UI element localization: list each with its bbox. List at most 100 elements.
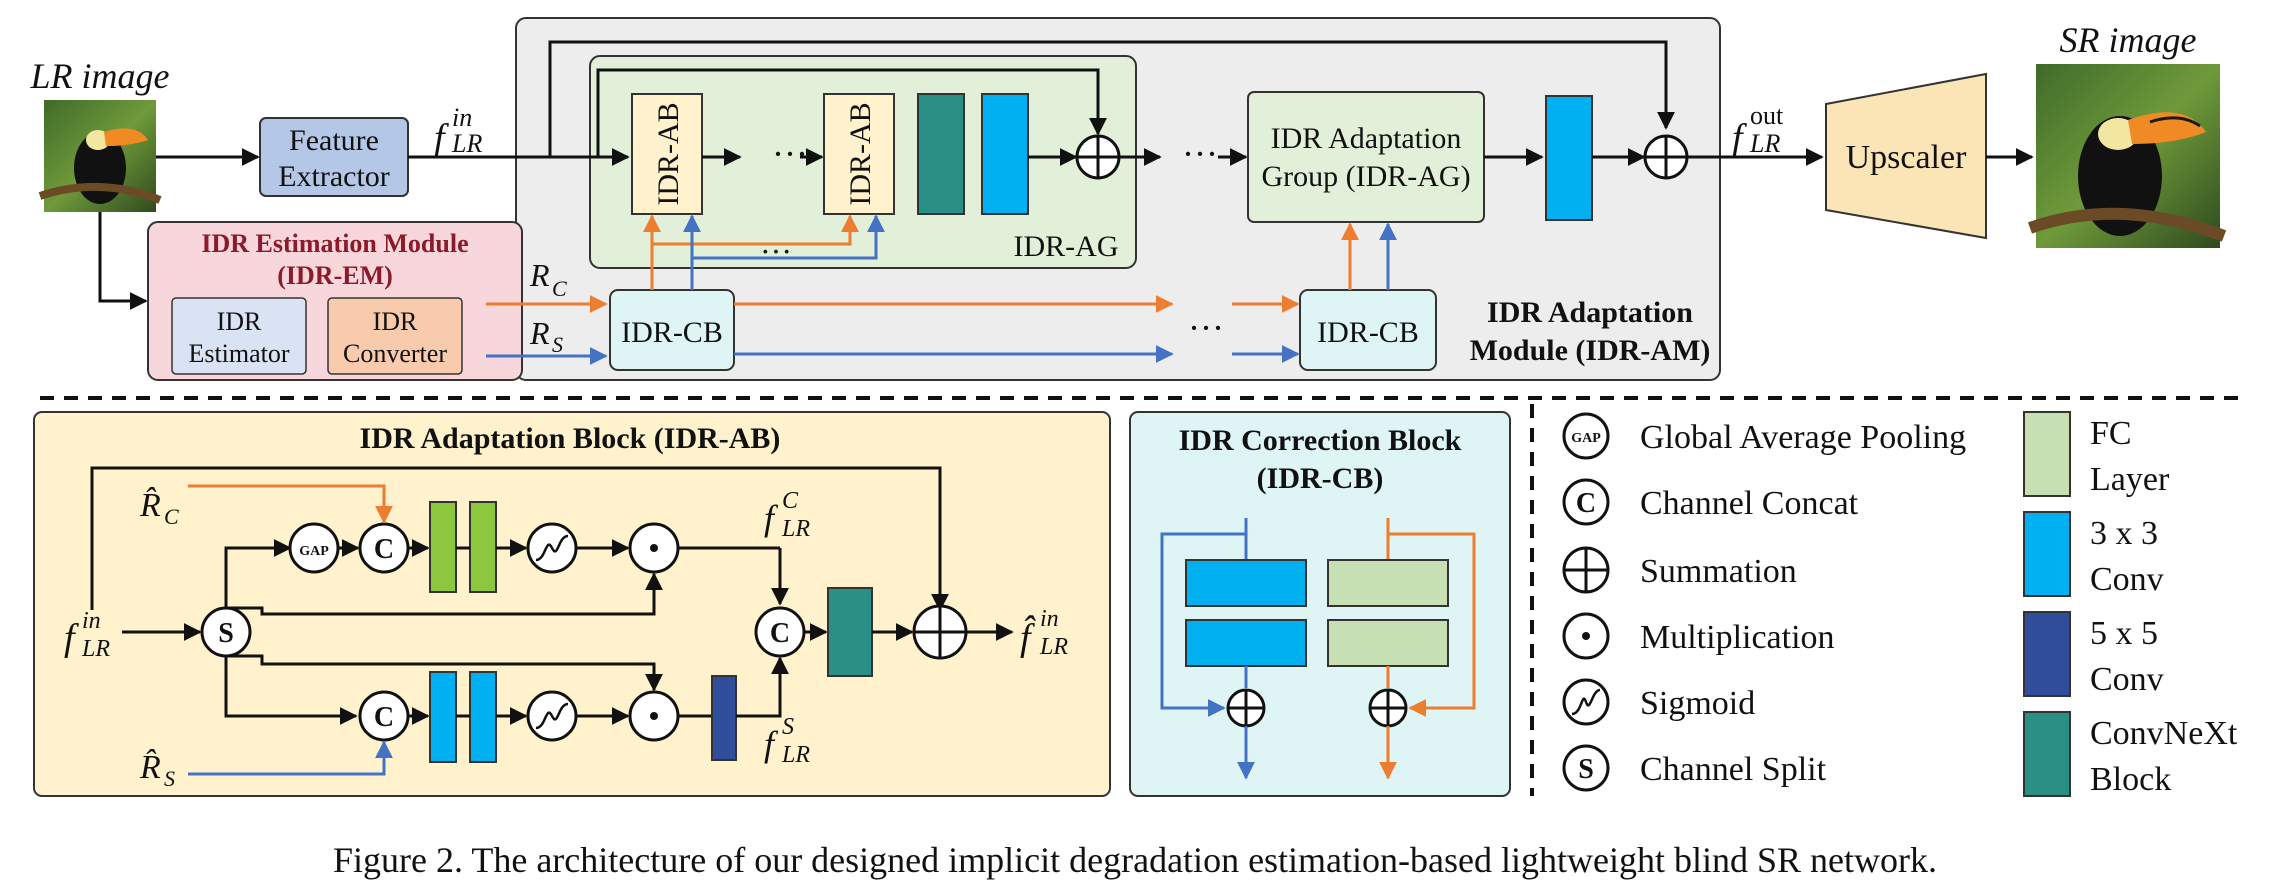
conv5x5-ab [711, 675, 737, 761]
convnext-ab [827, 587, 873, 677]
legend-label-conv3-2: Conv [2090, 561, 2164, 598]
svg-text:GAP: GAP [299, 544, 329, 559]
legend-label-split: Channel Split [1640, 751, 1827, 788]
legend-label-sum: Summation [1640, 553, 1797, 590]
conv3x3-ab-2 [469, 671, 497, 763]
idr-ab-panel-title: IDR Adaptation Block (IDR-AB) [360, 422, 781, 455]
legend-label-fc-1: FC [2090, 415, 2132, 452]
idr-cb-label-2: IDR-CB [1317, 316, 1419, 349]
legend-swatch-convnext [2023, 711, 2071, 797]
legend-label-sigmoid: Sigmoid [1640, 685, 1755, 722]
svg-text:LR: LR [1039, 634, 1068, 660]
legend-label-fc-2: Layer [2090, 461, 2170, 498]
svg-text:S: S [164, 766, 175, 791]
svg-text:C: C [374, 702, 394, 733]
svg-text:f: f [434, 117, 449, 159]
conv3x3-block-top-2 [1545, 95, 1593, 221]
f-in-label: f in LR [434, 103, 482, 159]
legend-label-mult: Multiplication [1640, 619, 1835, 656]
svg-text:R: R [529, 315, 550, 351]
svg-text:C: C [770, 618, 790, 649]
concat-icon-ab-bottom: C [358, 690, 410, 742]
ellipsis-cb: ··· [1188, 308, 1224, 348]
idr-em-title-2: (IDR-EM) [277, 261, 393, 290]
concat-icon-ab-top: C [358, 522, 410, 574]
svg-text:R: R [529, 257, 550, 293]
ellipsis-cb-inner: ··· [760, 233, 792, 269]
convnext-block-top [917, 93, 965, 215]
gap-icon: GAP [1562, 412, 1610, 460]
upscaler-label: Upscaler [1846, 139, 1968, 176]
ellipsis-ag: ··· [1182, 134, 1218, 174]
idr-cb-label-1: IDR-CB [621, 316, 723, 349]
figure-caption: Figure 2. The architecture of our design… [333, 840, 1937, 880]
sum-icon [1562, 546, 1610, 594]
svg-text:R̂: R̂ [139, 748, 161, 786]
cb-conv3x3-1 [1185, 559, 1307, 607]
svg-text:LR: LR [781, 516, 810, 542]
mult-icon [1562, 612, 1610, 660]
idr-ab-panel [33, 411, 1111, 797]
svg-text:out: out [1750, 101, 1784, 130]
legend-swatch-conv5 [2023, 611, 2071, 697]
conv3x3-ab-1 [429, 671, 457, 763]
lr-image [38, 100, 162, 212]
svg-text:S: S [218, 618, 234, 649]
cb-fc-2 [1327, 619, 1449, 667]
sigmoid-icon [1562, 678, 1610, 726]
fc-layer-ab-1 [429, 501, 457, 593]
svg-text:S: S [782, 714, 794, 740]
svg-text:IDR-AB: IDR-AB [844, 102, 877, 205]
legend-swatch-fc [2023, 411, 2071, 497]
f-out-label: f out LR [1732, 101, 1784, 159]
svg-text:f: f [1732, 117, 1747, 159]
r-c-label: R C [529, 257, 567, 301]
legend-label-conv5-2: Conv [2090, 661, 2164, 698]
conv3x3-block-top [981, 93, 1029, 215]
svg-text:C: C [164, 504, 179, 529]
split-icon-ab: S [200, 606, 252, 658]
cb-sum-icon-orange [1368, 688, 1408, 728]
legend-label-conv3-1: 3 x 3 [2090, 515, 2158, 552]
idr-estimator-label-2: Estimator [188, 339, 289, 368]
cb-sum-icon-blue [1226, 688, 1266, 728]
idr-em-title-1: IDR Estimation Module [201, 229, 468, 258]
idr-cb-panel-title-2: (IDR-CB) [1257, 462, 1384, 495]
idr-cb-box-2 [1299, 289, 1437, 371]
svg-text:C: C [374, 534, 394, 565]
svg-text:IDR-AB: IDR-AB [652, 102, 685, 205]
idr-ab-box-2: IDR-AB [823, 93, 895, 215]
r-s-label: R S [529, 315, 563, 357]
idr-ag-box-label-1: IDR Adaptation [1271, 122, 1462, 155]
concat-icon-ab-merge: C [754, 606, 806, 658]
r-c-hat-label: R̂ C [139, 486, 179, 529]
sum-icon-ab [912, 604, 968, 660]
legend: GAP Global Average Pooling C Channel Con… [1562, 411, 2238, 798]
idr-ag-label: IDR-AG [1014, 230, 1119, 263]
r-s-hat-label: R̂ S [139, 748, 175, 791]
legend-swatch-conv3 [2023, 511, 2071, 597]
svg-text:C: C [782, 488, 799, 514]
mult-icon-ab-bottom [628, 690, 680, 742]
svg-text:C: C [1576, 488, 1596, 519]
idr-ag-box-label-2: Group (IDR-AG) [1261, 160, 1470, 193]
svg-text:in: in [82, 608, 101, 634]
sr-image [2027, 64, 2227, 248]
svg-text:LR: LR [781, 742, 810, 768]
mult-icon-ab-top [628, 522, 680, 574]
sum-icon-top-2 [1643, 134, 1689, 180]
legend-label-conv5-1: 5 x 5 [2090, 615, 2158, 652]
cb-conv3x3-2 [1185, 619, 1307, 667]
legend-label-convnext-1: ConvNeXt [2090, 715, 2238, 752]
svg-text:GAP: GAP [1571, 431, 1601, 446]
idr-am-label-1: IDR Adaptation [1487, 296, 1693, 329]
split-icon: S [1562, 744, 1610, 792]
idr-am-label-2: Module (IDR-AM) [1470, 334, 1711, 367]
sr-image-label: SR image [2060, 20, 2197, 60]
legend-label-convnext-2: Block [2090, 761, 2171, 798]
idr-ag-box [1247, 91, 1485, 223]
svg-text:in: in [1040, 606, 1059, 632]
idr-estimator-label-1: IDR [217, 307, 262, 336]
svg-text:LR: LR [81, 636, 110, 662]
